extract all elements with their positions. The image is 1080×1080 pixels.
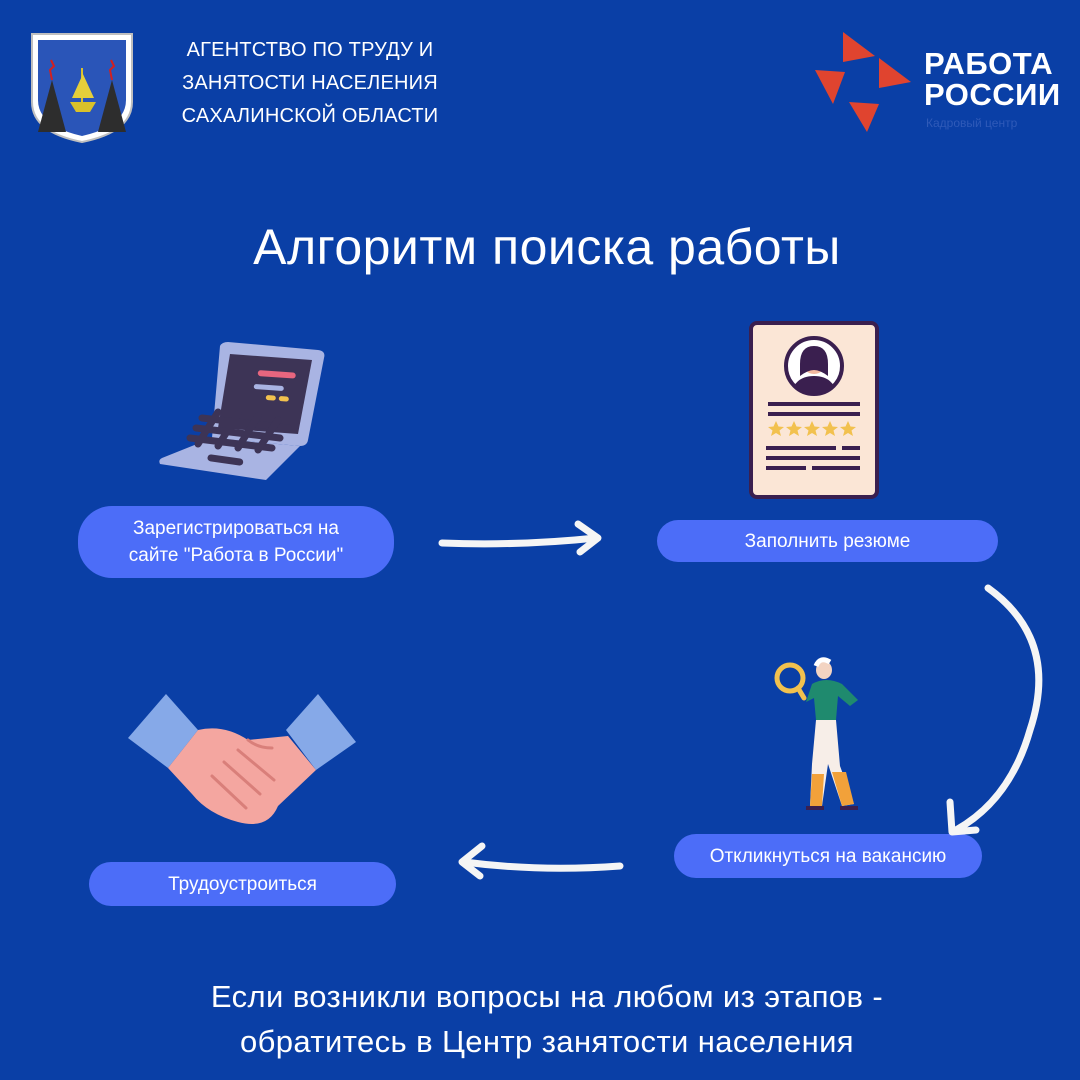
- step-apply-pill: Откликнуться на вакансию: [674, 834, 982, 878]
- arrow-right-icon: [438, 520, 602, 556]
- step-register-label: Зарегистрироваться на сайте "Работа в Ро…: [128, 518, 344, 566]
- handshake-icon: [128, 694, 356, 824]
- job-seeker-magnifier-icon: [774, 657, 858, 810]
- brand-subtitle: Кадровый центр: [926, 116, 1018, 130]
- agency-name-line: АГЕНТСТВО ПО ТРУДУ И: [186, 39, 434, 61]
- agency-name: АГЕНТСТВО ПО ТРУДУ И ЗАНЯТОСТИ НАСЕЛЕНИЯ…: [150, 34, 470, 133]
- page-title: Алгоритм поиска работы: [253, 219, 841, 275]
- brand-line-1: РАБОТА: [924, 46, 1054, 81]
- sakhalin-coat-of-arms-logo: [31, 33, 133, 144]
- arrow-left-icon: [458, 842, 624, 880]
- arrow-curved-down-icon: [946, 584, 1043, 836]
- resume-icon: [749, 321, 879, 499]
- rabota-rossii-logo-icon: [815, 32, 911, 132]
- brand-wordmark: РАБОТА РОССИИ: [924, 48, 1061, 110]
- brand-line-2: РОССИИ: [924, 77, 1061, 112]
- step-resume-label: Заполнить резюме: [744, 530, 911, 552]
- step-employed-pill: Трудоустроиться: [89, 862, 396, 906]
- footer-note: Если возникли вопросы на любом из этапов…: [0, 974, 1080, 1064]
- footer-line-2: обратитесь в Центр занятости населения: [240, 1024, 854, 1059]
- laptop-icon: [159, 342, 325, 480]
- step-apply-label: Откликнуться на вакансию: [709, 845, 947, 867]
- step-register-pill: Зарегистрироваться на сайте "Работа в Ро…: [78, 506, 394, 578]
- agency-name-line: ЗАНЯТОСТИ НАСЕЛЕНИЯ: [182, 72, 438, 94]
- agency-name-line: САХАЛИНСКОЙ ОБЛАСТИ: [181, 105, 439, 127]
- step-resume-pill: Заполнить резюме: [657, 520, 998, 562]
- step-employed-label: Трудоустроиться: [168, 873, 317, 895]
- footer-line-1: Если возникли вопросы на любом из этапов…: [210, 979, 884, 1014]
